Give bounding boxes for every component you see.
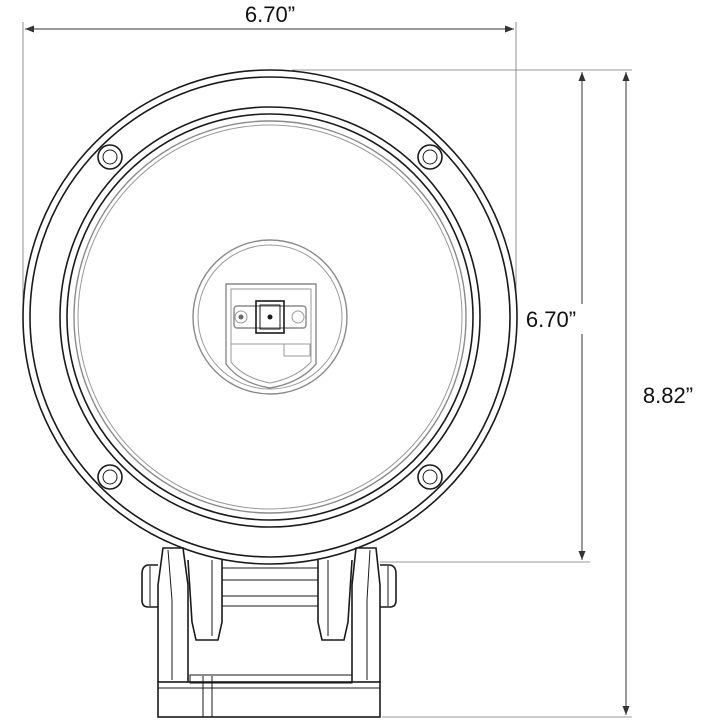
screw-bottom-left — [97, 464, 123, 490]
bezel-screws — [97, 144, 443, 490]
lens-outer-edge — [73, 120, 467, 514]
emitter-package — [233, 305, 307, 329]
right-arm — [351, 547, 381, 682]
lens-height-label: 6.70” — [526, 307, 576, 332]
led-connector — [283, 343, 311, 357]
base-plate — [157, 681, 381, 718]
overall-height-label: 8.82” — [643, 383, 693, 408]
knob-right — [380, 564, 397, 608]
led-board-inner — [230, 288, 312, 384]
led-board — [225, 283, 317, 389]
right-arm-inner — [366, 549, 371, 680]
led-module — [192, 239, 348, 395]
overall-height-label-bg — [632, 380, 712, 412]
overall-height-dimension: 8.82” — [382, 72, 712, 718]
outer-housing-ring — [22, 69, 518, 565]
lens-edge — [77, 124, 463, 510]
screw-bottom-right — [417, 464, 443, 490]
knob-left — [141, 564, 158, 608]
yoke-block-left — [187, 559, 223, 641]
bezel-ring-inner — [66, 113, 474, 521]
screw-top-right — [417, 144, 443, 170]
outer-housing-ring-inner — [29, 76, 511, 558]
emitter-pad-right — [291, 310, 305, 324]
yoke-block-right — [317, 559, 353, 641]
width-label: 6.70” — [245, 2, 295, 27]
led-emitter-die — [259, 304, 281, 330]
led-module-outer-ring — [192, 239, 348, 395]
bezel-ring — [59, 106, 481, 528]
led-module-inner-ring — [197, 244, 343, 390]
lens-height-dimension: 6.70” — [292, 69, 632, 563]
led-emitter-dot — [267, 314, 273, 320]
emitter-pad-left — [234, 310, 248, 324]
screw-top-left — [97, 144, 123, 170]
left-arm — [157, 547, 189, 682]
fixture-housing — [22, 69, 518, 565]
lens-height-label-bg — [517, 304, 585, 334]
mounting-bracket — [141, 547, 397, 718]
led-emitter — [255, 300, 285, 334]
width-dimension: 6.70” — [22, 2, 517, 300]
left-arm-inner — [167, 549, 173, 680]
emitter-pad-left-dot — [238, 314, 244, 320]
